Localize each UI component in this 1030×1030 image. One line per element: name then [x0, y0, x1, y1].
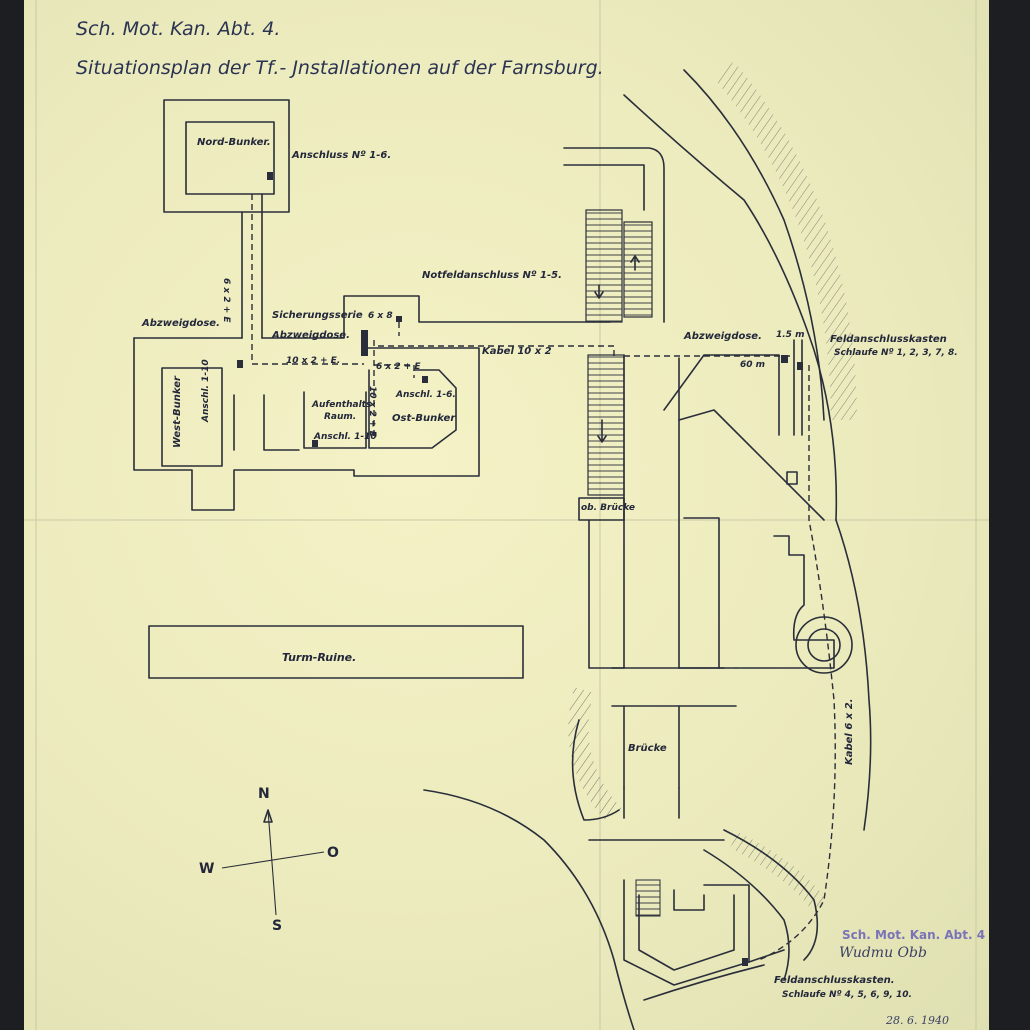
label-schlaufe-1: Schlaufe Nº 1, 2, 3, 7, 8.: [834, 348, 958, 358]
corridor: [588, 354, 737, 841]
signature: Wudmu Obb: [839, 945, 927, 961]
label-cable-10x2e: 10 x 2 + E.: [286, 356, 341, 366]
title-unit: Sch. Mot. Kan. Abt. 4.: [76, 18, 281, 40]
label-bruecke: Brücke: [628, 743, 667, 754]
label-anschl-aufenthalt: Anschl. 1-10: [314, 432, 377, 442]
compass-rose: [221, 809, 325, 916]
internal-cables: [251, 194, 615, 440]
label-west-bunker: West-Bunker: [172, 376, 183, 448]
label-aufenthalts-2: Raum.: [324, 412, 357, 422]
compass-west: W: [199, 861, 215, 877]
cliff-contours: [423, 61, 872, 1030]
fold-lines: [24, 0, 989, 1030]
compass-north: N: [258, 786, 270, 802]
bunker-complex: [133, 295, 611, 511]
label-feldanschlusskasten-1: Feldanschlusskasten: [830, 334, 947, 345]
label-kabel-10x2: Kabel 10 x 2: [482, 346, 552, 357]
date-note: 28. 6. 1940: [886, 1014, 949, 1027]
label-anschluss-nord: Anschluss Nº 1-6.: [292, 150, 392, 161]
compass-east: O: [327, 845, 339, 861]
label-schlaufe-2: Schlaufe Nº 4, 5, 6, 9, 10.: [782, 990, 912, 1000]
stair-block: [563, 147, 665, 521]
east-structures: [624, 339, 853, 674]
label-dim-1-5m: 1.5 m: [776, 330, 805, 340]
label-nord-bunker: Nord-Bunker.: [197, 137, 271, 148]
label-anschl-ost: Anschl. 1-6.: [396, 390, 456, 400]
label-anschl-west: Anschl. 1-10: [201, 359, 211, 422]
label-feldanschlusskasten-2: Feldanschlusskasten.: [774, 975, 895, 986]
label-aufenthalts-1: Aufenthalts-: [312, 400, 376, 410]
label-kabel-6x2: Kabel 6 x 2.: [844, 698, 855, 765]
label-cable-6x2e: 6 x 2 + E: [221, 278, 231, 323]
label-abzweigdose-center: Abzweigdose.: [272, 330, 350, 341]
label-abzweigdose-west: Abzweigdose.: [142, 318, 220, 329]
south-bastion: [623, 879, 785, 986]
label-sicherungsserie: Sicherungsserie: [272, 310, 363, 321]
label-cable-6x8: 6 x 8: [368, 311, 393, 321]
nord-bunker-shape: [163, 99, 290, 339]
title-plan: Situationsplan der Tf.- Jnstallationen a…: [76, 57, 604, 79]
label-notfeldanschluss: Notfeldanschluss Nº 1-5.: [422, 270, 562, 281]
turm-ruine-shape: [148, 625, 524, 679]
label-ost-bunker: Ost-Bunker: [392, 413, 456, 424]
label-ob-bruecke: ob. Brücke: [581, 503, 635, 513]
label-turm-ruine: Turm-Ruine.: [282, 651, 357, 664]
label-cable-6x2e-b: 6 x 2 + E: [376, 362, 421, 372]
kabel-6x2-route: [758, 365, 836, 961]
label-cable-10x2e-v: 10 x 2 + E: [367, 386, 377, 437]
label-dim-60m: 60 m: [740, 360, 766, 370]
site-plan-drawing: [24, 0, 989, 1030]
unit-stamp: Sch. Mot. Kan. Abt. 4: [842, 928, 986, 942]
label-abzweigdose-east: Abzweigdose.: [684, 331, 762, 342]
compass-south: S: [272, 918, 283, 934]
plan-sheet: Sch. Mot. Kan. Abt. 4. Situationsplan de…: [24, 0, 989, 1030]
